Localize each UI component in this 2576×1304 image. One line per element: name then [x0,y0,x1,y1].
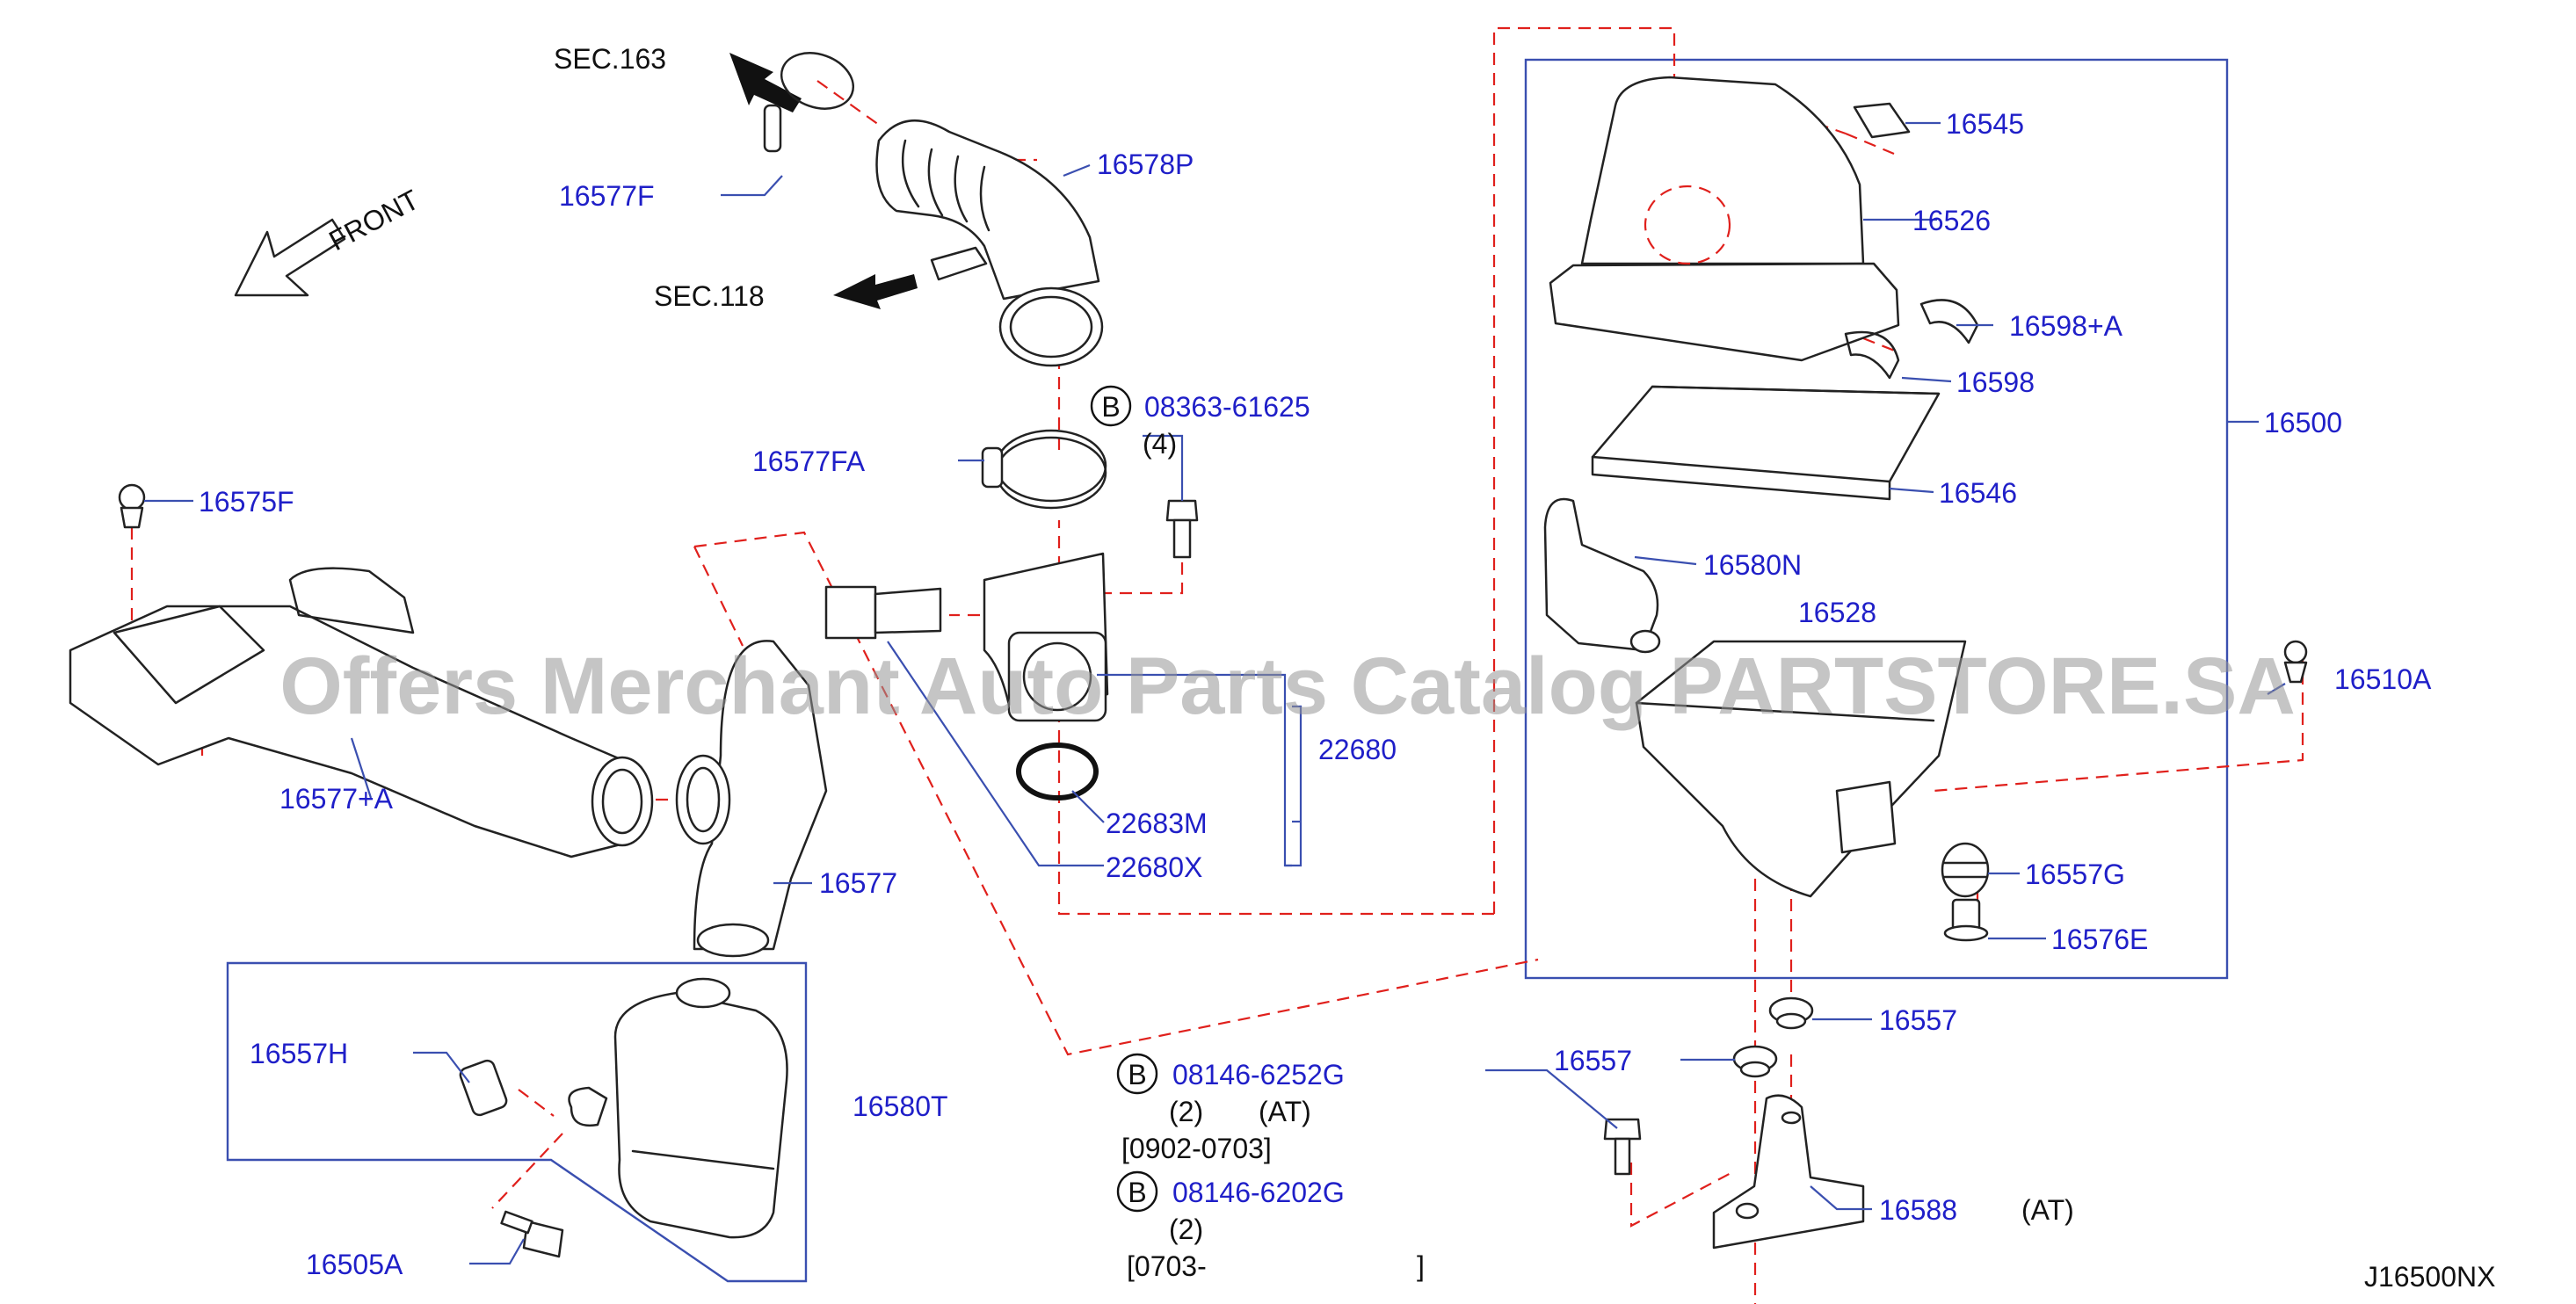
bolt-marker: B [1128,1177,1146,1208]
label-16588-variant: (AT) [2021,1194,2074,1226]
lower-clamp-drawing [981,429,1107,510]
label-22680x[interactable]: 22680X [1106,851,1202,883]
o-ring-drawing [1016,743,1099,801]
bracket-16588-drawing [1712,1094,1865,1250]
label-16557g[interactable]: 16557G [2025,858,2125,890]
bolt-qty: (2) [1169,1096,1203,1127]
diagram-code: J16500NX [2364,1261,2495,1293]
grommet-16557h-drawing [459,1059,508,1117]
grommet-16557-drawings [1732,996,1814,1078]
label-16580t[interactable]: 16580T [853,1090,948,1122]
bolt-qty: (4) [1143,428,1177,460]
air-duct-16577-drawing [675,640,828,958]
bolt-range: [0902-0703] [1121,1133,1272,1164]
label-16500[interactable]: 16500 [2264,407,2342,438]
label-16577fa[interactable]: 16577FA [752,446,866,477]
air-cleaner-cover-drawing [1549,76,1911,362]
label-16528[interactable]: 16528 [1798,597,1876,628]
bolt-number: 08146-6252G [1172,1059,1345,1090]
label-16510a[interactable]: 16510A [2334,663,2432,695]
label-16577a[interactable]: 16577+A [279,783,394,815]
bracket-bolt-drawing [1603,1118,1642,1176]
label-16575f[interactable]: 16575F [199,486,294,518]
collar-16576e-drawing [1943,898,1989,942]
bolt-callout-08146-6252g[interactable]: B 08146-6252G (2) (AT) [0902-0703] [1116,1053,1345,1164]
bolt-number: 08363-61625 [1144,391,1310,423]
bolt-16505a-drawing [500,1210,564,1258]
bolt-number: 08146-6202G [1172,1177,1345,1208]
sec118-label: SEC.118 [654,280,765,312]
label-16588[interactable]: 16588 [1879,1194,1957,1226]
label-16526[interactable]: 16526 [1912,205,1991,236]
label-16576e[interactable]: 16576E [2051,924,2148,955]
air-duct-16580n-drawing [1543,497,1661,654]
air-duct-hose-drawing [875,119,1104,367]
air-filter-drawing [1591,385,1941,501]
air-cleaner-body-drawing [1635,640,1967,898]
grommet-16557g-drawing [1941,842,1990,898]
sec163-arrow-icon [729,53,802,112]
bolt-variant: (AT) [1259,1096,1311,1127]
label-16598a[interactable]: 16598+A [2009,310,2123,342]
bolt-range-end: ] [1417,1250,1425,1282]
resonator-drawing [568,977,788,1239]
mass-airflow-bolt-drawing [1165,499,1199,559]
leader-lines [144,121,2286,1265]
upper-clamp-drawing [763,52,855,153]
label-16557-left[interactable]: 16557 [1554,1045,1632,1076]
front-arrow-icon [234,218,346,297]
bolt-callout-08363[interactable]: B 08363-61625 (4) [1090,385,1310,460]
label-16557-right[interactable]: 16557 [1879,1004,1957,1036]
label-16578p[interactable]: 16578P [1097,149,1194,180]
air-cleaner-assembly-box [1524,58,2229,980]
label-22683m[interactable]: 22683M [1106,808,1208,839]
resonator-assembly-box [226,961,808,1283]
label-16598[interactable]: 16598 [1956,366,2035,398]
bolt-callout-08146-6202g[interactable]: B 08146-6202G (2) [0703- ] [1116,1170,1425,1282]
bolt-marker: B [1101,391,1120,423]
front-label: FRONT [323,184,424,257]
bolt-qty: (2) [1169,1213,1203,1245]
label-16577f[interactable]: 16577F [559,180,655,212]
sec118-arrow-icon [833,274,918,309]
mass-airflow-sensor-drawing [824,552,1109,722]
label-16546[interactable]: 16546 [1939,477,2017,509]
label-16545[interactable]: 16545 [1946,108,2024,140]
label-16580n[interactable]: 16580N [1703,549,1802,581]
sec163-label: SEC.163 [554,43,666,75]
watermark: Offers Merchant Auto Parts Catalog PARTS… [279,641,2296,731]
bolt-marker: B [1128,1059,1146,1090]
label-16577[interactable]: 16577 [819,867,897,899]
air-inlet-duct-drawing [69,483,654,858]
label-16557h[interactable]: 16557H [250,1038,348,1069]
label-22680[interactable]: 22680 [1318,734,1397,765]
label-16505a[interactable]: 16505A [306,1249,403,1280]
clip-16510a-drawing [2283,640,2308,684]
bolt-range-start: [0703- [1127,1250,1207,1282]
